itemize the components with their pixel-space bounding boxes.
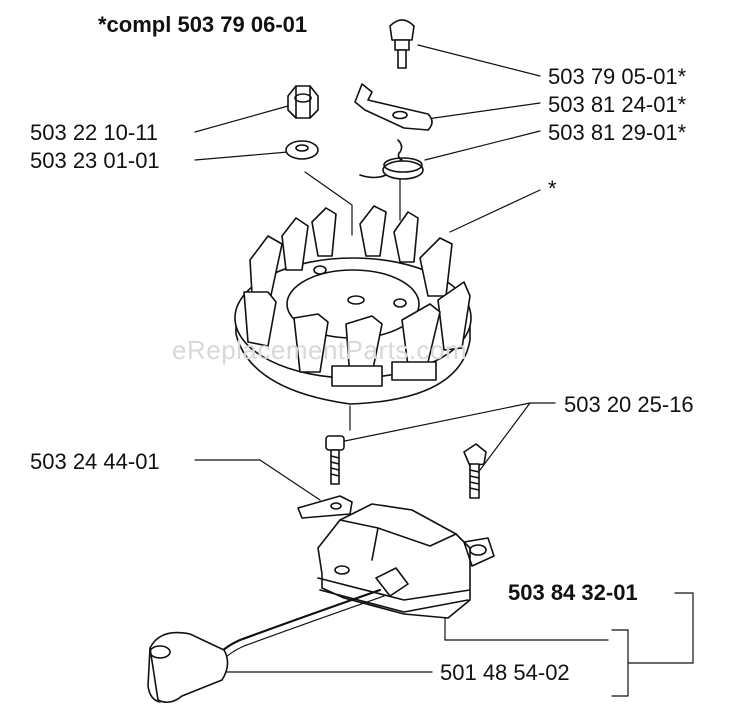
flywheel-part [234, 205, 472, 405]
flywheel-fins [243, 205, 471, 379]
leader-lines [194, 44, 694, 697]
part-label-503812401: 503 81 24-01* [548, 92, 687, 117]
nut-part [287, 85, 319, 119]
part-label-503843201: 503 84 32-01 [508, 580, 638, 605]
part-label-star: * [548, 176, 557, 201]
washer-part [285, 140, 319, 160]
pin-part [389, 19, 415, 69]
watermark: eReplacementParts.com [172, 335, 468, 365]
part-label-503812901: 503 81 29-01* [548, 120, 687, 145]
part-label-503244401: 503 24 44-01 [30, 449, 160, 474]
pawl-part [354, 83, 433, 131]
ignition-module-part [317, 503, 495, 619]
part-label-503221011: 503 22 10-11 [30, 120, 159, 145]
screw-part-right [463, 443, 487, 499]
screw-part-left [325, 435, 345, 485]
part-label-503202516: 503 20 25-16 [564, 392, 694, 417]
ht-lead-part [147, 588, 385, 704]
terminal-part [297, 495, 353, 519]
part-label-503790501: 503 79 05-01* [548, 64, 687, 89]
kit-label: *compl 503 79 06-01 [98, 12, 308, 37]
part-label-501485402: 501 48 54-02 [440, 660, 570, 685]
spring-part [359, 139, 424, 180]
part-label-503230101: 503 23 01-01 [30, 148, 160, 173]
